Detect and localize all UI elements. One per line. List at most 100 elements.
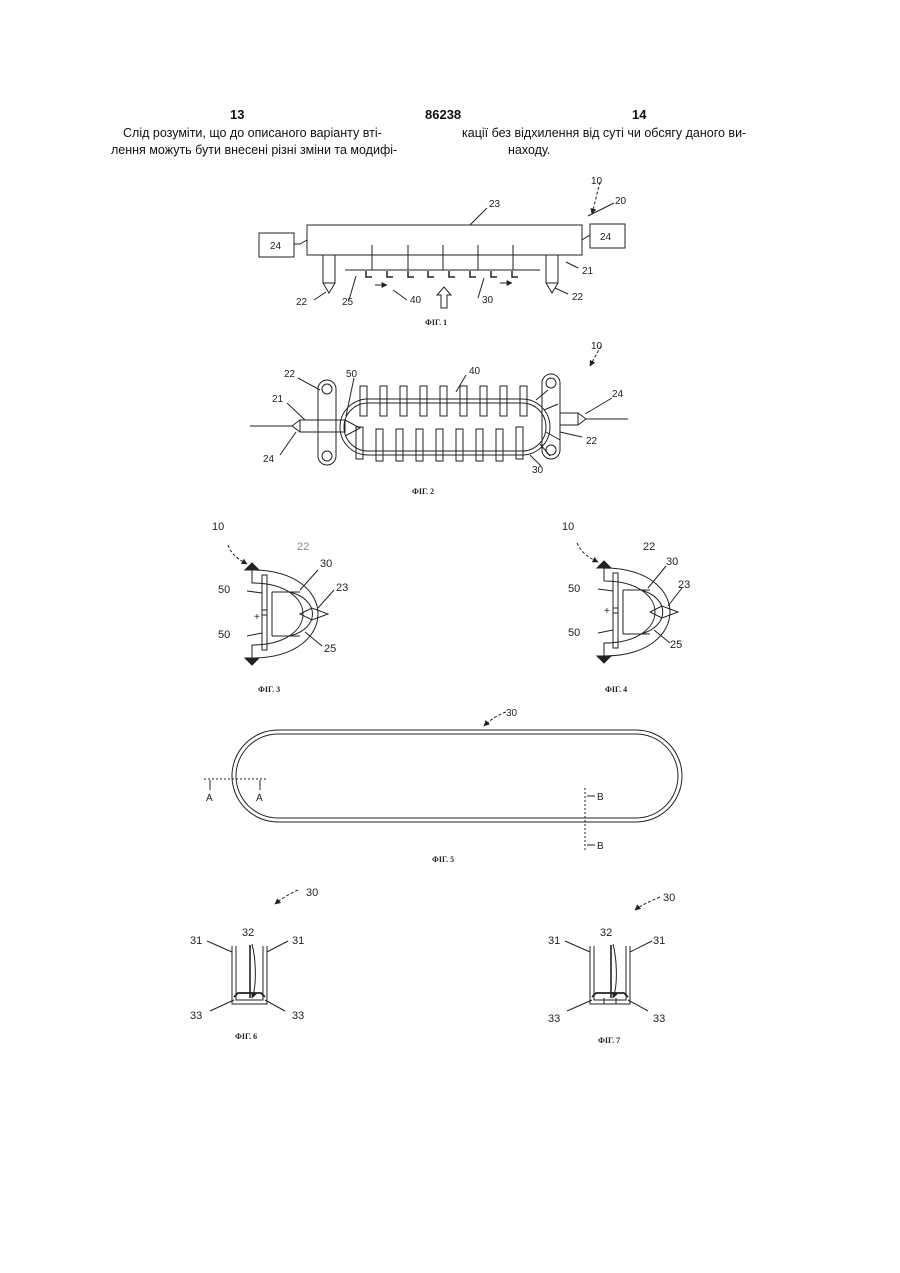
fig1-hangers (372, 245, 513, 270)
figure-6 (207, 890, 298, 1011)
fig2-label-40: 40 (469, 366, 481, 377)
figure-6-labels: 30 32 31 31 33 33 ФІГ. 6 (190, 887, 318, 1041)
fig4-frame (623, 590, 650, 634)
figure-2-labels: 10 22 50 40 24 21 22 24 30 ФІГ. 2 (263, 341, 624, 496)
fig3-label-25: 25 (324, 643, 336, 655)
fig7-label-33-left: 33 (548, 1013, 560, 1025)
figure-4-labels: 10 22 30 23 50 50 25 ФІГ. 4 (562, 521, 690, 694)
fig4-label-50-upper: 50 (568, 583, 580, 595)
fig2-label-21: 21 (272, 394, 284, 405)
fig4-arch-22 (604, 568, 670, 656)
fig2-caption: ФІГ. 2 (412, 487, 434, 496)
fig2-label-10: 10 (591, 341, 603, 352)
fig4-arc-30 (641, 590, 663, 634)
fig7-label-31-left: 31 (548, 935, 560, 947)
fig7-label-33-right: 33 (653, 1013, 665, 1025)
fig3-label-23: 23 (336, 582, 348, 594)
fig5-label-30: 30 (506, 708, 518, 719)
fig1-label-23: 23 (489, 199, 501, 210)
figure-3-labels: 10 22 30 23 50 50 25 ФІГ. 3 (212, 521, 348, 694)
fig3-label-50-upper: 50 (218, 584, 230, 596)
fig5-label-A-left: A (206, 793, 213, 804)
fig4-caption: ФІГ. 4 (605, 685, 627, 694)
fig1-label-20: 20 (615, 196, 627, 207)
fig2-lower-brushes (356, 427, 523, 461)
svg-text:+: + (604, 606, 610, 617)
figure-1-labels: 10 20 23 24 24 21 22 22 25 40 30 ФІГ. 1 (270, 176, 627, 327)
figure-3: + (228, 545, 334, 665)
fig2-upper-brushes (360, 386, 527, 416)
fig1-label-24-right: 24 (600, 232, 612, 243)
fig7-label-32: 32 (600, 927, 612, 939)
fig2-label-24-left: 24 (263, 454, 275, 465)
fig4-label-10: 10 (562, 521, 574, 533)
fig7-channel-outer (590, 946, 630, 1004)
fig5-caption: ФІГ. 5 (432, 855, 454, 864)
fig1-leg-right-tip (546, 283, 558, 293)
fig1-label-24-left: 24 (270, 241, 282, 252)
fig1-label-10: 10 (591, 176, 603, 187)
fig6-label-32: 32 (242, 927, 254, 939)
fig6-label-33-right: 33 (292, 1010, 304, 1022)
fig1-right-connector (582, 236, 590, 240)
fig7-label-31-right: 31 (653, 935, 665, 947)
fig2-label-22-right: 22 (586, 436, 598, 447)
fig6-label-31-left: 31 (190, 935, 202, 947)
fig1-up-arrow (437, 287, 451, 308)
fig3-label-10: 10 (212, 521, 224, 533)
fig1-label-21: 21 (582, 266, 594, 277)
fig1-left-connector (294, 240, 307, 244)
fig6-caption: ФІГ. 6 (235, 1032, 257, 1041)
fig2-leg-22-right (542, 374, 560, 459)
fig7-channel-inner (594, 946, 626, 1000)
fig4-label-50-lower: 50 (568, 627, 580, 639)
fig3-label-30: 30 (320, 558, 332, 570)
fig2-axle-21 (300, 420, 345, 432)
figure-2 (250, 346, 628, 466)
fig7-base-split (604, 998, 616, 1004)
fig2-label-50: 50 (346, 369, 358, 380)
fig4-label-30: 30 (666, 556, 678, 568)
fig5-label-B-bottom: B (597, 841, 604, 852)
figure-7 (565, 897, 660, 1011)
fig6-label-33-left: 33 (190, 1010, 202, 1022)
fig6-label-30: 30 (306, 887, 318, 899)
fig3-label-22: 22 (297, 541, 309, 553)
fig1-label-22-right: 22 (572, 292, 584, 303)
fig4-label-25: 25 (670, 639, 682, 651)
fig3-brush-50-upper (262, 575, 267, 615)
fig2-label-30: 30 (532, 465, 544, 476)
fig5-label-A-right: A (256, 793, 263, 804)
fig3-nozzle-23 (300, 608, 328, 620)
fig1-brushes (366, 271, 518, 277)
fig2-hub-50 (345, 420, 360, 436)
fig3-frame (272, 592, 300, 636)
fig1-label-40: 40 (410, 295, 422, 306)
fig1-leg-right (546, 255, 558, 283)
figure-1 (259, 182, 625, 308)
fig1-caption: ФІГ. 1 (425, 318, 447, 327)
fig5-track-inner (236, 734, 678, 818)
fig5-track-outer (232, 730, 682, 822)
fig7-caption: ФІГ. 7 (598, 1036, 620, 1045)
fig6-label-31-right: 31 (292, 935, 304, 947)
fig5-label-B-top: B (597, 792, 604, 803)
fig7-label-30: 30 (663, 892, 675, 904)
fig3-arc-30 (290, 592, 313, 636)
fig2-label-24-right: 24 (612, 389, 624, 400)
fig1-label-22-left: 22 (296, 297, 308, 308)
fig3-label-50-lower: 50 (218, 629, 230, 641)
fig2-label-22-left: 22 (284, 369, 296, 380)
figure-5 (204, 712, 682, 852)
svg-text:+: + (254, 612, 260, 623)
fig2-leg-22-left (318, 380, 336, 465)
fig1-frame-23 (307, 225, 582, 255)
fig1-leg-left (323, 255, 335, 283)
fig3-caption: ФІГ. 3 (258, 685, 280, 694)
fig4-label-23: 23 (678, 579, 690, 591)
fig1-label-30: 30 (482, 295, 494, 306)
fig1-leg-left-tip (323, 283, 335, 293)
fig2-axle-right (560, 413, 578, 425)
fig4-brush-50-upper (613, 573, 618, 613)
